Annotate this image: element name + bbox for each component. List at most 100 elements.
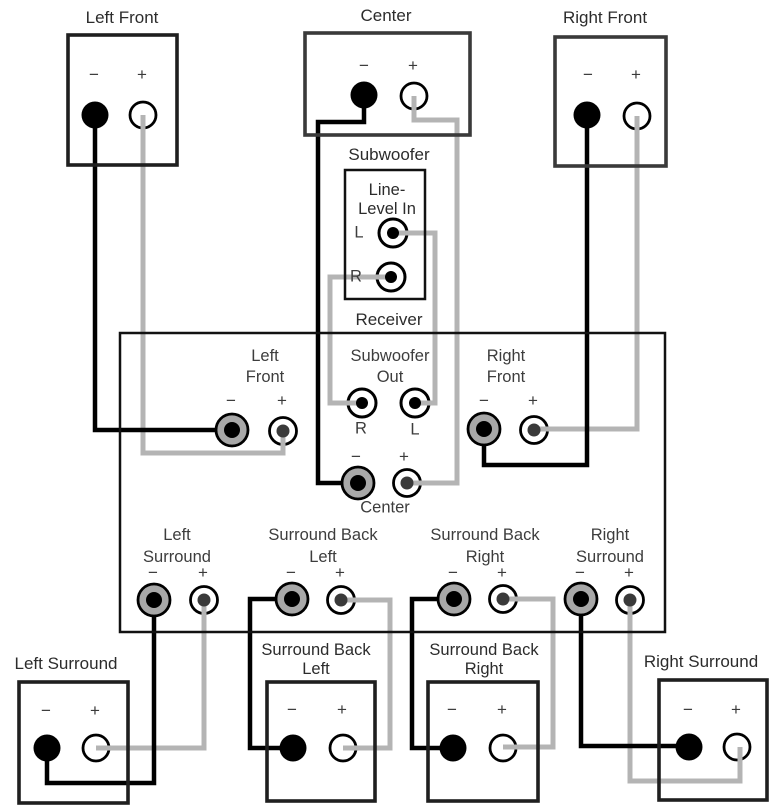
right-front-speaker-box: [553, 35, 668, 168]
post-receiver-center-minus: [340, 465, 376, 501]
sign-receiver-right-front-plus: +: [528, 391, 538, 410]
post-dot-surround-back-left-plus: [334, 593, 348, 607]
post-dot-right-front-plus: [527, 423, 541, 437]
label-line: Out: [376, 368, 404, 386]
sign-receiver-center-minus: −: [351, 447, 361, 466]
left-front-speaker-box: [66, 33, 179, 167]
surround-back-left-speaker-box: [265, 680, 377, 803]
sign-receiver-surround-back-left-plus: +: [335, 563, 345, 582]
minus-speaker-terminals: [33, 81, 703, 762]
terminal-surround-back-left-speaker-minus: [279, 734, 307, 762]
sign-surround-back-right-speaker-plus: +: [497, 700, 507, 719]
post-receiver-left-front-minus: [214, 412, 250, 448]
subwoofer-line-level-l-label: L: [354, 223, 364, 242]
label-line: Right: [486, 347, 526, 365]
sign-left-surround-speaker-plus: +: [90, 701, 100, 720]
sign-left-front-speaker-plus: +: [137, 65, 147, 84]
terminal-right-surround-speaker-minus: [675, 733, 703, 761]
label-line: Front: [486, 368, 526, 386]
receiver-left-surround-label: Left Surround: [143, 524, 211, 568]
jack-center-dots: [197, 227, 637, 607]
receiver-subwoofer-out-r-label: R: [355, 419, 367, 438]
label-line: Right: [464, 660, 504, 678]
sign-receiver-left-surround-minus: −: [148, 563, 158, 582]
receiver-center-label: Center: [360, 498, 410, 517]
terminal-right-surround-speaker-plus: [722, 732, 752, 762]
terminal-center-speaker-minus: [350, 81, 378, 109]
center-speaker-box: [303, 31, 472, 137]
left-surround-speaker-title: Left Surround: [14, 654, 118, 673]
post-receiver-right-surround-minus: [563, 581, 599, 617]
post-dot-left-surround-plus: [197, 593, 211, 607]
wire-center-plus: [407, 96, 460, 486]
surround-back-right-speaker-title: Surround Back Right: [429, 641, 538, 679]
minus-binding-posts: [136, 411, 599, 618]
wire-surround-back-left-plus: [341, 597, 393, 751]
receiver-right-surround-label: Right Surround: [576, 524, 644, 568]
sign-receiver-center-plus: +: [399, 447, 409, 466]
receiver-surround-back-right-label: Surround Back Right: [430, 524, 539, 568]
sign-right-front-speaker-minus: −: [583, 65, 593, 84]
terminal-right-front-speaker-minus: [573, 101, 601, 129]
label-line: Left: [251, 347, 279, 365]
left-front-speaker-title: Left Front: [85, 8, 159, 27]
surround-back-right-speaker-box: [426, 680, 540, 803]
wire-right-surround-plus: [627, 600, 743, 784]
label-line: Line-: [368, 181, 406, 199]
center-speaker-title: Center: [360, 6, 412, 25]
surround-back-left-speaker-title: Surround Back Left: [261, 641, 370, 679]
receiver-title: Receiver: [355, 310, 423, 329]
label-line: Right: [590, 526, 630, 544]
wire-left-surround-plus: [96, 600, 207, 751]
sign-surround-back-right-speaker-minus: −: [447, 700, 457, 719]
wire-subwoofer-line-l: [393, 230, 438, 406]
label-line: Surround Back: [429, 641, 539, 659]
sign-right-surround-speaker-plus: +: [731, 700, 741, 719]
jack-dot-subwoofer-out-l: [409, 397, 421, 409]
post-dot-surround-back-right-plus: [496, 592, 510, 606]
subwoofer-title: Subwoofer: [348, 145, 430, 164]
post-receiver-surround-back-right-minus: [436, 581, 472, 617]
sign-receiver-right-surround-minus: −: [575, 563, 585, 582]
wire-left-front-plus: [140, 115, 286, 456]
terminal-left-surround-speaker-minus: [33, 734, 61, 762]
sign-receiver-left-front-minus: −: [226, 391, 236, 410]
jack-dot-line-level-r: [385, 271, 397, 283]
sign-receiver-surround-back-left-minus: −: [286, 563, 296, 582]
sign-left-front-speaker-minus: −: [89, 65, 99, 84]
terminal-left-front-speaker-minus: [81, 101, 109, 129]
wire-surround-back-right-minus: [409, 596, 454, 751]
sign-receiver-left-surround-plus: +: [198, 563, 208, 582]
receiver-box: [118, 331, 667, 634]
wire-surround-back-left-minus: [247, 596, 293, 751]
jack-dot-line-level-l: [387, 227, 399, 239]
jack-dot-subwoofer-out-r: [356, 397, 368, 409]
sign-surround-back-left-speaker-plus: +: [337, 700, 347, 719]
sign-left-surround-speaker-minus: −: [41, 701, 51, 720]
wire-subwoofer-line-r: [327, 274, 391, 406]
label-line: Level In: [358, 200, 416, 218]
label-line: Surround Back: [268, 526, 378, 544]
subwoofer-line-level-panel: [343, 168, 427, 301]
right-surround-speaker-box: [657, 678, 769, 802]
left-surround-speaker-box: [17, 680, 130, 805]
receiver-left-front-label: Left Front: [246, 346, 285, 388]
post-dot-center-plus: [400, 476, 414, 490]
sign-right-front-speaker-plus: +: [631, 65, 641, 84]
sign-receiver-right-front-minus: −: [479, 391, 489, 410]
subwoofer-line-level-r-label: R: [350, 267, 362, 286]
subwoofer-line-level-label: Line- Level In: [358, 181, 416, 219]
negative-wires: [44, 95, 689, 786]
sign-surround-back-left-speaker-minus: −: [287, 700, 297, 719]
post-dot-right-surround-plus: [623, 593, 637, 607]
positive-wires: [96, 96, 743, 784]
sign-center-speaker-plus: +: [408, 56, 418, 75]
receiver-subwoofer-out-label: Subwoofer Out: [351, 346, 430, 388]
right-surround-speaker-title: Right Surround: [643, 652, 759, 671]
terminal-surround-back-right-speaker-minus: [439, 734, 467, 762]
post-receiver-left-surround-minus: [136, 582, 172, 618]
wire-center-minus: [315, 95, 367, 486]
wire-surround-back-right-plus: [503, 596, 556, 750]
label-line: Surround: [143, 548, 211, 566]
